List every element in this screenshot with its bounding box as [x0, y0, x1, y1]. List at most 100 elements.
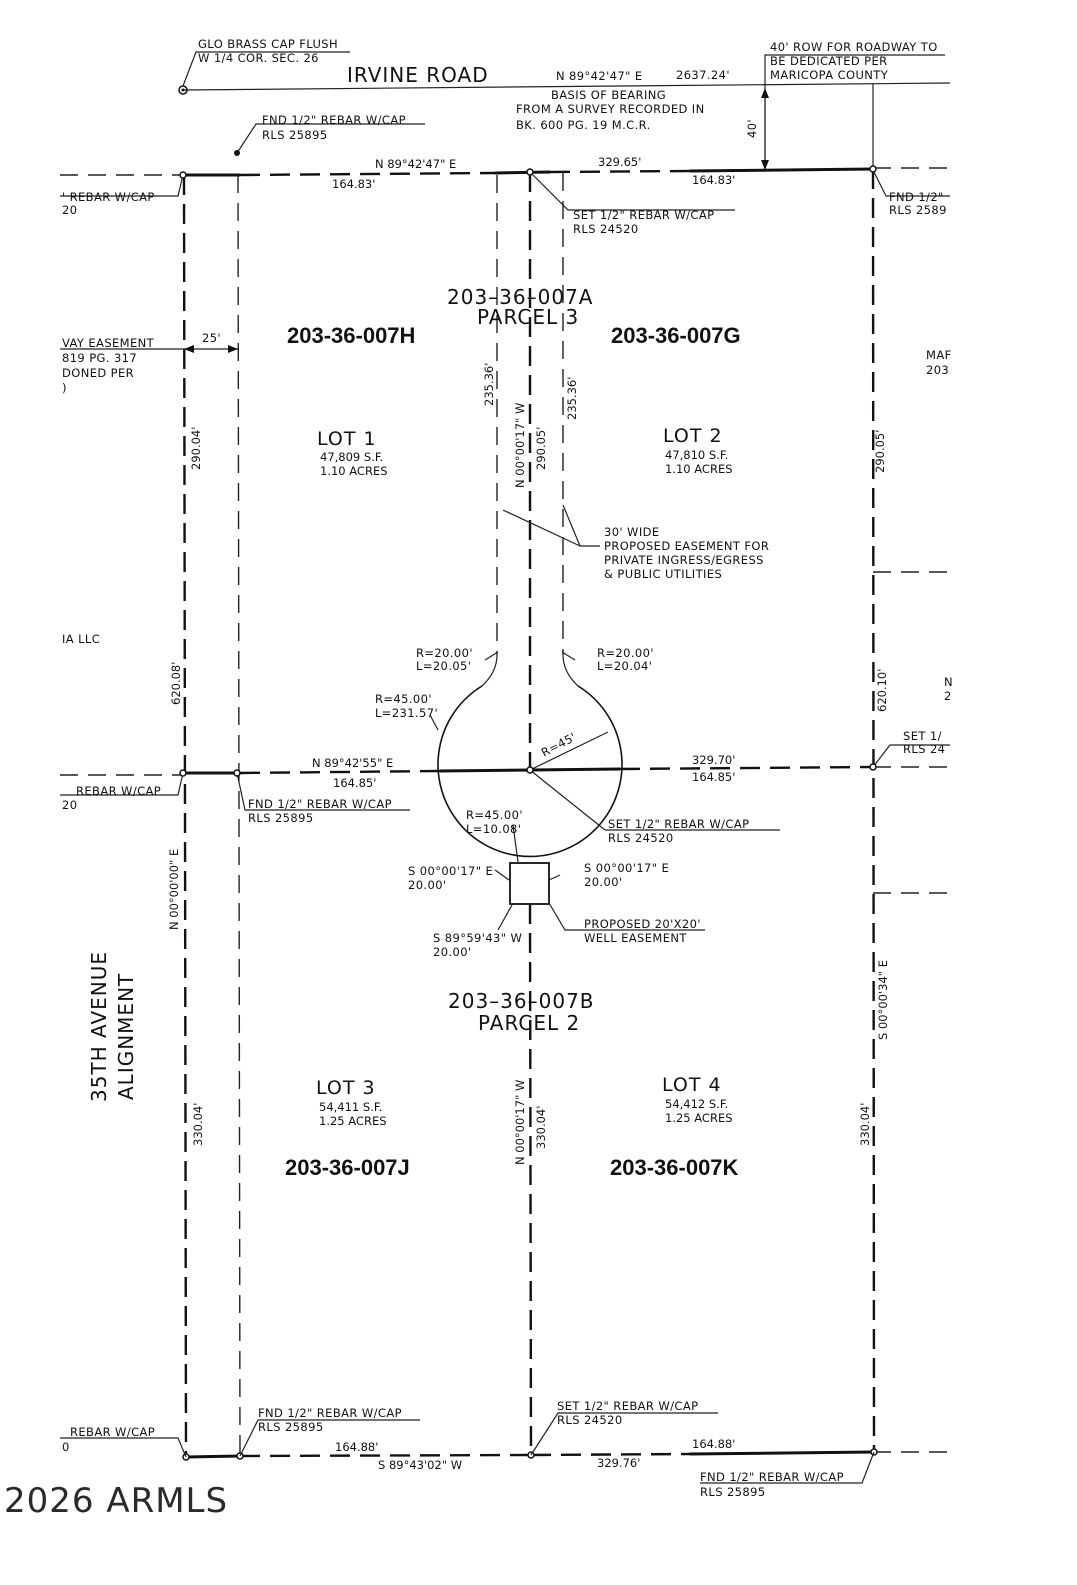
row-width-label: 40' — [745, 119, 759, 138]
bot-fnd-right-note-1: FND 1/2" REBAR W/CAP — [700, 1470, 844, 1484]
mar-note-2: 203 — [926, 363, 949, 377]
center-235-right: 235.36' — [565, 377, 579, 420]
road-length: 2637.24' — [676, 68, 730, 82]
right-n: N — [944, 675, 953, 689]
mid-fnd-note-1: FND 1/2" REBAR W/CAP — [248, 797, 392, 811]
well-se-1: S 00°00'17" E — [584, 861, 669, 875]
parcel3-apn: 203–36–007A — [447, 285, 593, 309]
wide-note-1: 30' WIDE — [604, 525, 660, 539]
mid-right-dim: 164.85' — [692, 770, 735, 784]
row-note-1: 40' ROW FOR ROADWAY TO — [770, 40, 938, 54]
wide-note-3: PRIVATE INGRESS/EGRESS — [604, 553, 764, 567]
basis-note-2: FROM A SURVEY RECORDED IN — [516, 102, 705, 116]
top-left-dim: 164.83' — [332, 177, 375, 191]
well-note-2: WELL EASEMENT — [584, 931, 687, 945]
linework — [60, 51, 951, 1484]
set-top-note-2: RLS 24520 — [573, 222, 639, 236]
bot-set-leader — [530, 1412, 718, 1456]
glo-leader — [182, 51, 350, 87]
mid-left-dim: 164.85' — [333, 776, 376, 790]
lot4-name: LOT 4 — [662, 1074, 722, 1096]
right-fnd-leader — [872, 169, 950, 197]
bot-left-rebar-2: 0 — [62, 1440, 70, 1454]
center-lower-dim: 330.04' — [534, 1106, 548, 1149]
right-boundary — [871, 168, 876, 1453]
curve-left-l: L=20.05' — [416, 659, 471, 673]
right-total-dim: 620.10' — [875, 669, 889, 712]
fnd-top-note-2: RLS 25895 — [262, 128, 328, 142]
left-bearing: N 00°00'00" E — [167, 849, 181, 930]
big-curve-l: L=231.57' — [375, 706, 438, 720]
left-total-dim: 620.08' — [169, 662, 183, 705]
center-upper-bearing: N 00°00'17" W — [513, 403, 527, 488]
center-upper-dim: 290.05' — [534, 427, 548, 470]
mid-left-rebar-1: REBAR W/CAP — [76, 784, 161, 798]
mid-set-note-2: RLS 24520 — [608, 831, 674, 845]
center-lower-bearing: N 00°00'17" W — [513, 1080, 527, 1165]
lower-curve-r: R=45.00' — [466, 808, 523, 822]
set-top-note-1: SET 1/2" REBAR W/CAP — [573, 208, 714, 222]
fnd-top-leader — [236, 123, 425, 154]
top-total: 329.65' — [598, 155, 641, 169]
big-curve-r: R=45.00' — [375, 692, 432, 706]
mid-bearing: N 89°42'55" E — [312, 756, 393, 770]
lot4-acres: 1.25 ACRES — [665, 1111, 733, 1125]
well-sw-1: S 00°00'17" E — [408, 864, 493, 878]
easement-note-4: ) — [62, 381, 67, 395]
basis-note-3: BK. 600 PG. 19 M.C.R. — [516, 118, 651, 132]
road-section-line — [182, 82, 951, 91]
bot-fnd-right-note-2: RLS 25895 — [700, 1485, 766, 1499]
fnd-top-note-1: FND 1/2" REBAR W/CAP — [262, 113, 406, 127]
mid-left-rebar-2: 20 — [62, 798, 77, 812]
lot4-sf: 54,412 S.F. — [665, 1097, 728, 1111]
bot-set-note-1: SET 1/2" REBAR W/CAP — [557, 1399, 698, 1413]
radius-label: R=45' — [539, 730, 579, 760]
lot1-sf: 47,809 S.F. — [320, 450, 383, 464]
ia-llc: IA LLC — [62, 632, 100, 646]
lot3-acres: 1.25 ACRES — [319, 1114, 387, 1128]
bot-fnd-note-2: RLS 25895 — [258, 1420, 324, 1434]
easement-note-1: VAY EASEMENT — [62, 336, 155, 350]
parcel3-name: PARCEL 3 — [477, 305, 579, 329]
lower-curve-l: L=10.08' — [466, 822, 521, 836]
bot-total-dim: 329.76' — [597, 1456, 640, 1470]
road-bearing: N 89°42'47" E — [556, 69, 642, 83]
left-boundary — [182, 174, 188, 1458]
well-sw-2: 20.00' — [408, 878, 446, 892]
wide-note-2: PROPOSED EASEMENT FOR — [604, 539, 769, 553]
parcel2-name: PARCEL 2 — [478, 1011, 580, 1035]
bot-left-dim: 164.88' — [335, 1440, 378, 1454]
alignment-2: ALIGNMENT — [114, 973, 138, 1100]
apn-h: 203-36-007H — [287, 323, 415, 348]
row-note-3: MARICOPA COUNTY — [770, 68, 889, 82]
middle-boundary — [239, 769, 441, 775]
top-boundary — [239, 171, 496, 177]
well-note-1: PROPOSED 20'X20' — [584, 917, 701, 931]
armls-watermark: 2026 ARMLS — [4, 1481, 228, 1521]
lot1-name: LOT 1 — [317, 428, 377, 450]
right-2: 2 — [944, 689, 952, 703]
lot2-sf: 47,810 S.F. — [665, 448, 728, 462]
center-lot-line-lower — [528, 903, 533, 1456]
curve-left — [481, 654, 498, 687]
curve-right-r: R=20.00' — [597, 646, 654, 660]
left-rebar-note-2: 20 — [62, 203, 77, 217]
well-easement-box — [509, 862, 550, 905]
right-set-note-2: RLS 24 — [903, 742, 945, 756]
set-top-leader — [529, 171, 735, 211]
bot-fnd-right-leader — [700, 1451, 875, 1484]
row-note-2: BE DEDICATED PER — [770, 54, 888, 68]
mid-total-dim: 329.70' — [692, 753, 735, 767]
top-boundary-center — [494, 170, 551, 175]
bot-left-rebar-1: REBAR W/CAP — [70, 1425, 155, 1439]
bot-right-dim: 164.88' — [692, 1437, 735, 1451]
lot1-acres: 1.10 ACRES — [320, 464, 388, 478]
right-fnd-note-2: RLS 2589 — [889, 203, 947, 217]
bottom-boundary-left — [185, 1454, 241, 1459]
curve-left-r: R=20.00' — [416, 646, 473, 660]
road-name: IRVINE ROAD — [347, 63, 489, 87]
mid-set-note-1: SET 1/2" REBAR W/CAP — [608, 817, 749, 831]
bot-bearing: S 89°43'02" W — [378, 1458, 462, 1472]
curve-right-l: L=20.04' — [597, 659, 652, 673]
basis-note-1: BASIS OF BEARING — [551, 88, 666, 102]
